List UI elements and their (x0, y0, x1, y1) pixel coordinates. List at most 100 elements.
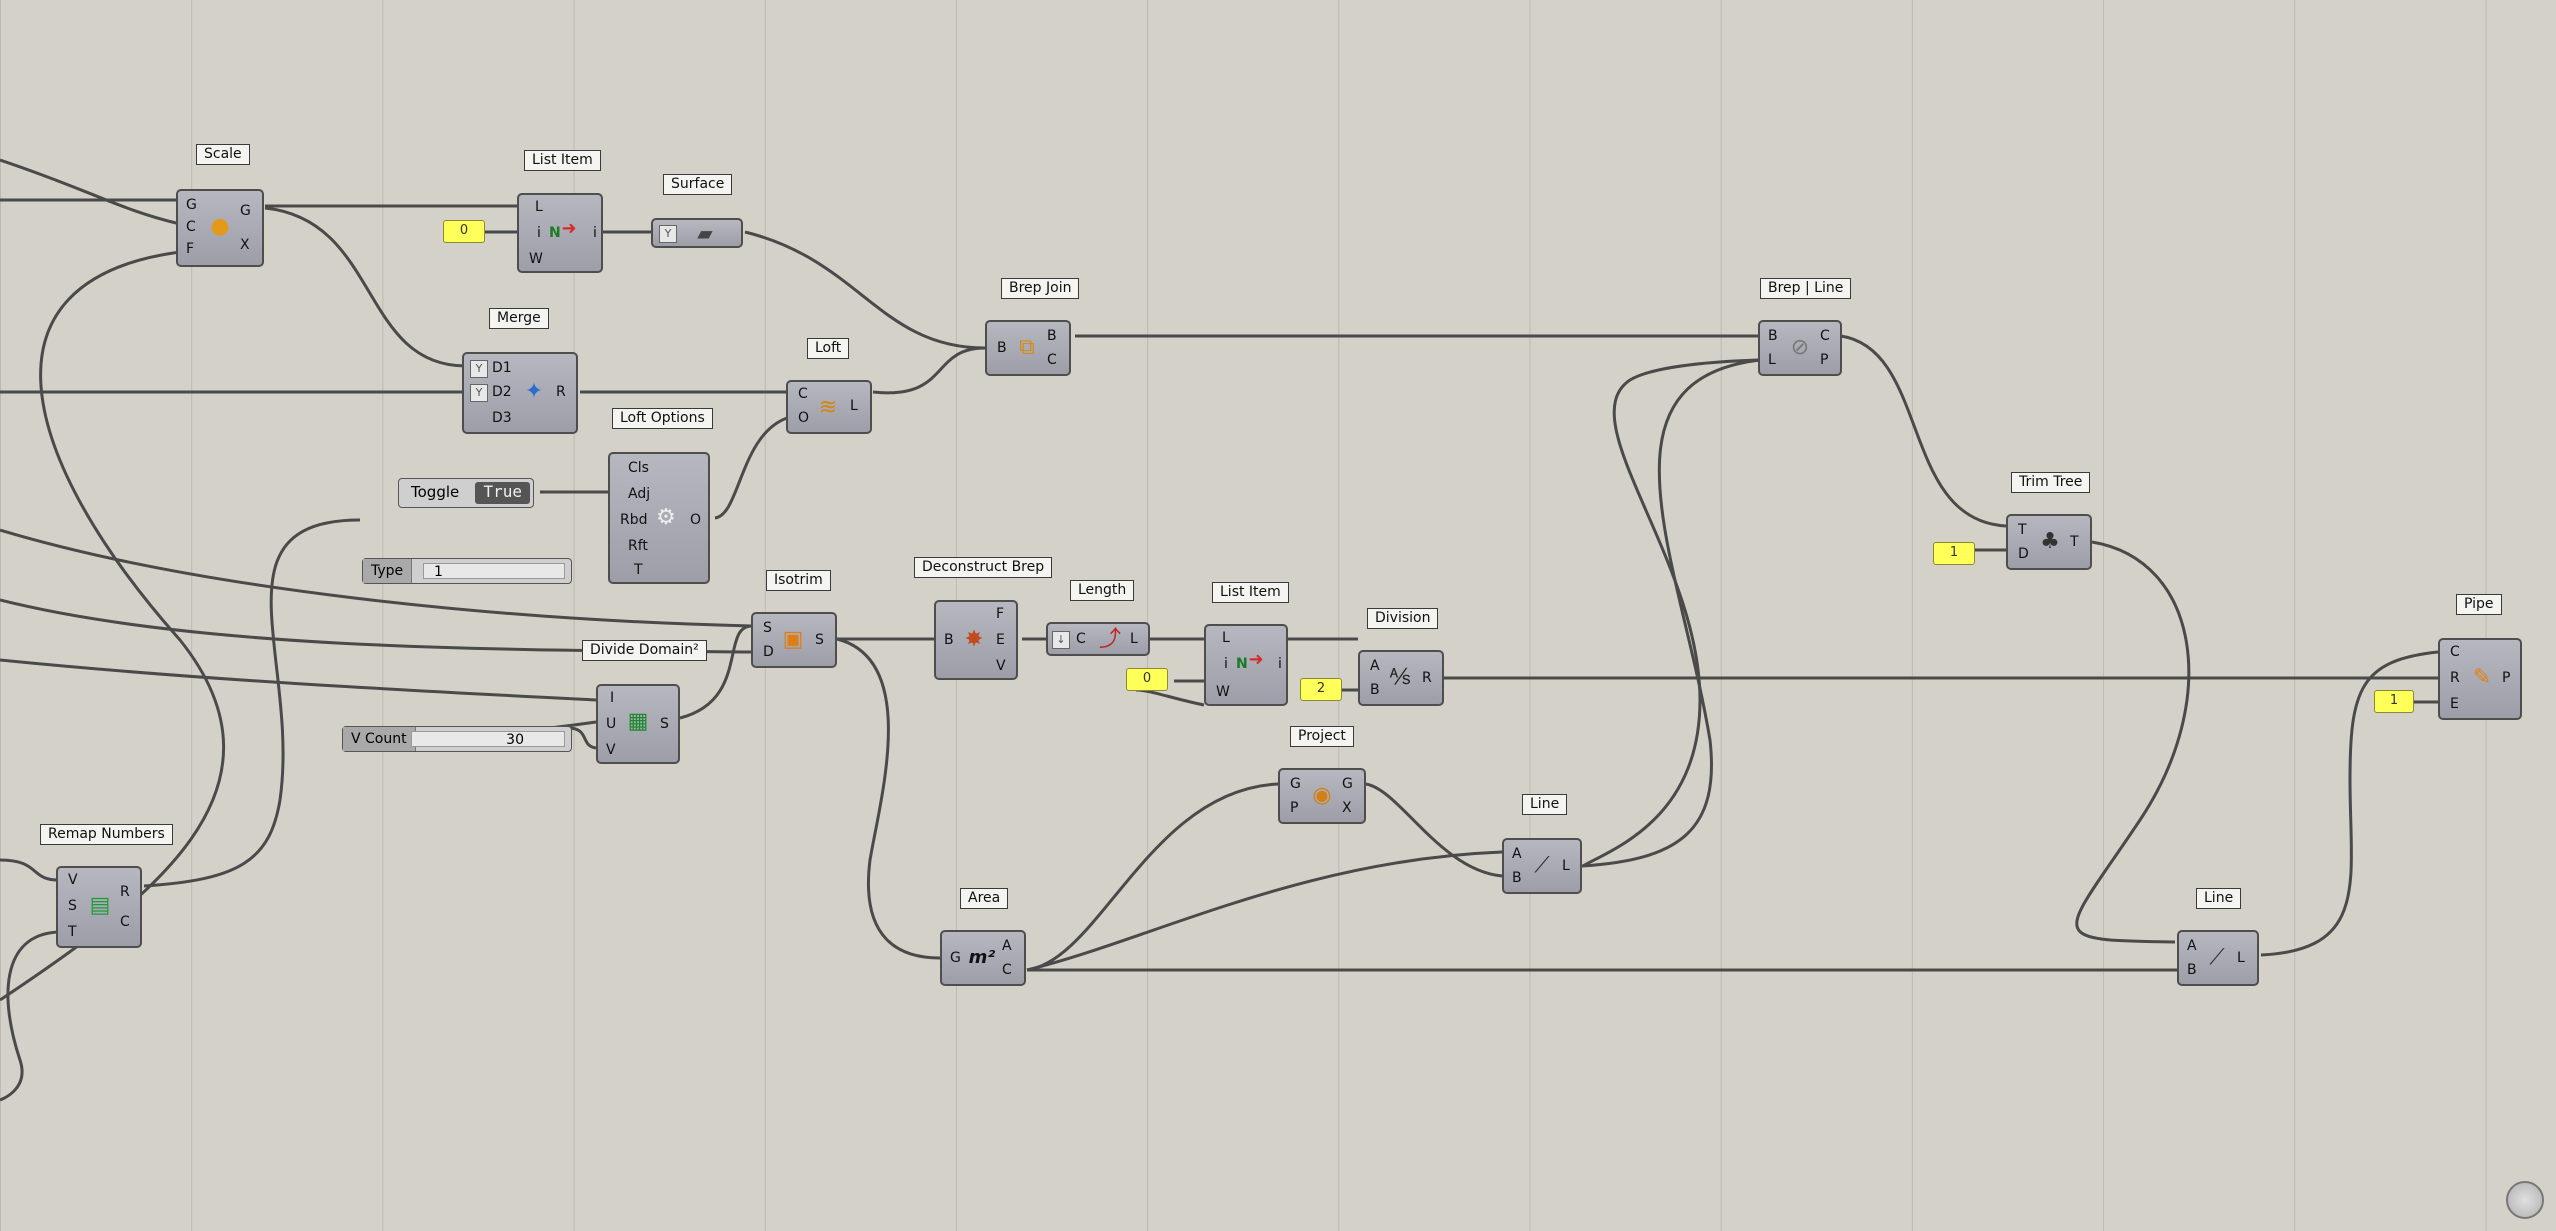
output-a: A (1002, 938, 1012, 954)
wire (1582, 358, 1759, 868)
output-v: V (996, 658, 1006, 674)
wire (872, 346, 986, 395)
component-tag-division: Division (1367, 608, 1439, 629)
line-component-2[interactable]: A B ⟋ L (2177, 930, 2259, 986)
panel-division-b[interactable]: 2 (1300, 678, 1342, 701)
line-component[interactable]: A B ⟋ L (1502, 838, 1582, 894)
output-l: L (1130, 631, 1138, 647)
slider-track[interactable]: 1 (423, 563, 565, 580)
input-b: B (997, 340, 1007, 356)
divide-domain-icon: ▦ (627, 709, 649, 734)
input-l: L (535, 199, 543, 215)
panel-list-index-2[interactable]: 0 (1126, 668, 1168, 691)
divide-domain-component[interactable]: I U V ▦ S (596, 684, 680, 764)
output-b: B (1047, 328, 1057, 344)
input-f: F (186, 241, 195, 257)
toggle-value[interactable]: True (475, 482, 530, 504)
arrow-icon: ➜ (561, 218, 577, 239)
boolean-toggle[interactable]: Toggle True (398, 478, 534, 508)
input-g: G (1290, 776, 1301, 792)
canvas-navigator-icon[interactable] (2506, 1181, 2544, 1219)
input-l: L (1222, 630, 1230, 646)
input-d: D (2018, 546, 2029, 562)
type-slider[interactable]: Type 1 (362, 558, 572, 584)
output-t: T (2070, 534, 2079, 550)
loft-options-component[interactable]: Cls Adj Rbd Rft T ⚙ O (608, 452, 710, 584)
wire (1026, 782, 1279, 972)
input-w: W (1216, 684, 1230, 700)
output-p: P (1820, 352, 1829, 368)
surface-icon: ▰ (697, 221, 713, 245)
panel-list-index[interactable]: 0 (443, 220, 485, 243)
input-s: S (763, 620, 772, 636)
input-adj: Adj (628, 486, 651, 502)
brep-join-component[interactable]: B ⧉ B C (985, 320, 1071, 376)
slider-track[interactable]: 30 (411, 731, 565, 748)
length-icon: ⤴ (1098, 627, 1121, 652)
slider-value: 1 (434, 564, 443, 580)
output-o: O (690, 512, 702, 528)
pipe-component[interactable]: C R E ✎ P (2438, 638, 2522, 720)
input-i: i (537, 225, 541, 241)
input-t: T (68, 924, 77, 940)
input-u: U (606, 716, 617, 732)
remap-numbers-component[interactable]: V S T ▤ R C (56, 866, 142, 948)
brep-join-icon: ⧉ (1019, 335, 1035, 360)
output-g: G (1342, 776, 1353, 792)
list-item-component-2[interactable]: L i W N ➜ i (1204, 624, 1288, 706)
list-item-component[interactable]: L i W N ➜ i (517, 193, 603, 273)
wire (143, 518, 361, 888)
graft-flag-icon: Y (659, 225, 677, 243)
output-f: F (996, 606, 1005, 622)
input-a: A (2187, 938, 2197, 954)
isotrim-component[interactable]: S D ▣ S (751, 612, 837, 668)
v-count-slider[interactable]: V Count 30 (342, 726, 572, 752)
pipe-icon: ✎ (2472, 665, 2492, 690)
input-b: B (944, 632, 954, 648)
area-component[interactable]: G m² A C (940, 930, 1026, 986)
panel-trim-depth[interactable]: 1 (1933, 542, 1975, 565)
input-t: T (2018, 522, 2027, 538)
scale-component[interactable]: G C F ● G X (176, 189, 264, 267)
wire (1840, 334, 2007, 528)
input-s: S (68, 898, 77, 914)
slider-label: Type (363, 559, 413, 583)
output-c: C (120, 914, 130, 930)
component-tag-trim-tree: Trim Tree (2011, 472, 2091, 493)
input-g: G (950, 950, 961, 966)
loft-component[interactable]: C O ≋ L (786, 380, 872, 434)
input-c: C (1076, 631, 1086, 647)
component-tag-list-item-2: List Item (1212, 582, 1289, 603)
wire (0, 930, 59, 1102)
component-tag-divide-domain: Divide Domain² (582, 640, 707, 661)
division-component[interactable]: A B ⅍ R (1358, 650, 1444, 706)
input-v: V (606, 742, 616, 758)
component-tag-pipe: Pipe (2456, 594, 2502, 615)
area-icon: m² (968, 947, 996, 968)
input-i: i (1224, 656, 1228, 672)
output-x: X (240, 237, 250, 253)
length-component[interactable]: ↓ C ⤴ L (1046, 622, 1150, 656)
input-rbd: Rbd (620, 512, 648, 528)
trim-tree-component[interactable]: T D ♣ T (2006, 514, 2092, 570)
deconstruct-brep-component[interactable]: B ✸ F E V (934, 600, 1018, 680)
component-tag-loft-options: Loft Options (612, 408, 713, 429)
slider-value: 30 (506, 732, 524, 748)
brep-line-component[interactable]: B L ⊘ C P (1758, 320, 1842, 376)
wire (1365, 782, 1503, 878)
panel-pipe-radius[interactable]: 1 (2374, 690, 2414, 713)
merge-component[interactable]: Y D1 Y D2 D3 ✦ R (462, 352, 578, 434)
surface-param[interactable]: Y ▰ (651, 218, 743, 248)
output-l: L (2237, 950, 2245, 966)
project-icon: ◉ (1312, 783, 1332, 808)
component-tag-scale: Scale (196, 144, 250, 165)
flatten-flag-icon: ↓ (1052, 631, 1070, 649)
brep-line-icon: ⊘ (1790, 335, 1810, 360)
project-component[interactable]: G P ◉ G X (1278, 768, 1366, 824)
output-c: C (1820, 328, 1830, 344)
wire (567, 726, 597, 750)
slider-label: V Count (343, 727, 416, 751)
component-tag-list-item: List Item (524, 150, 601, 171)
output-c: C (1002, 962, 1012, 978)
